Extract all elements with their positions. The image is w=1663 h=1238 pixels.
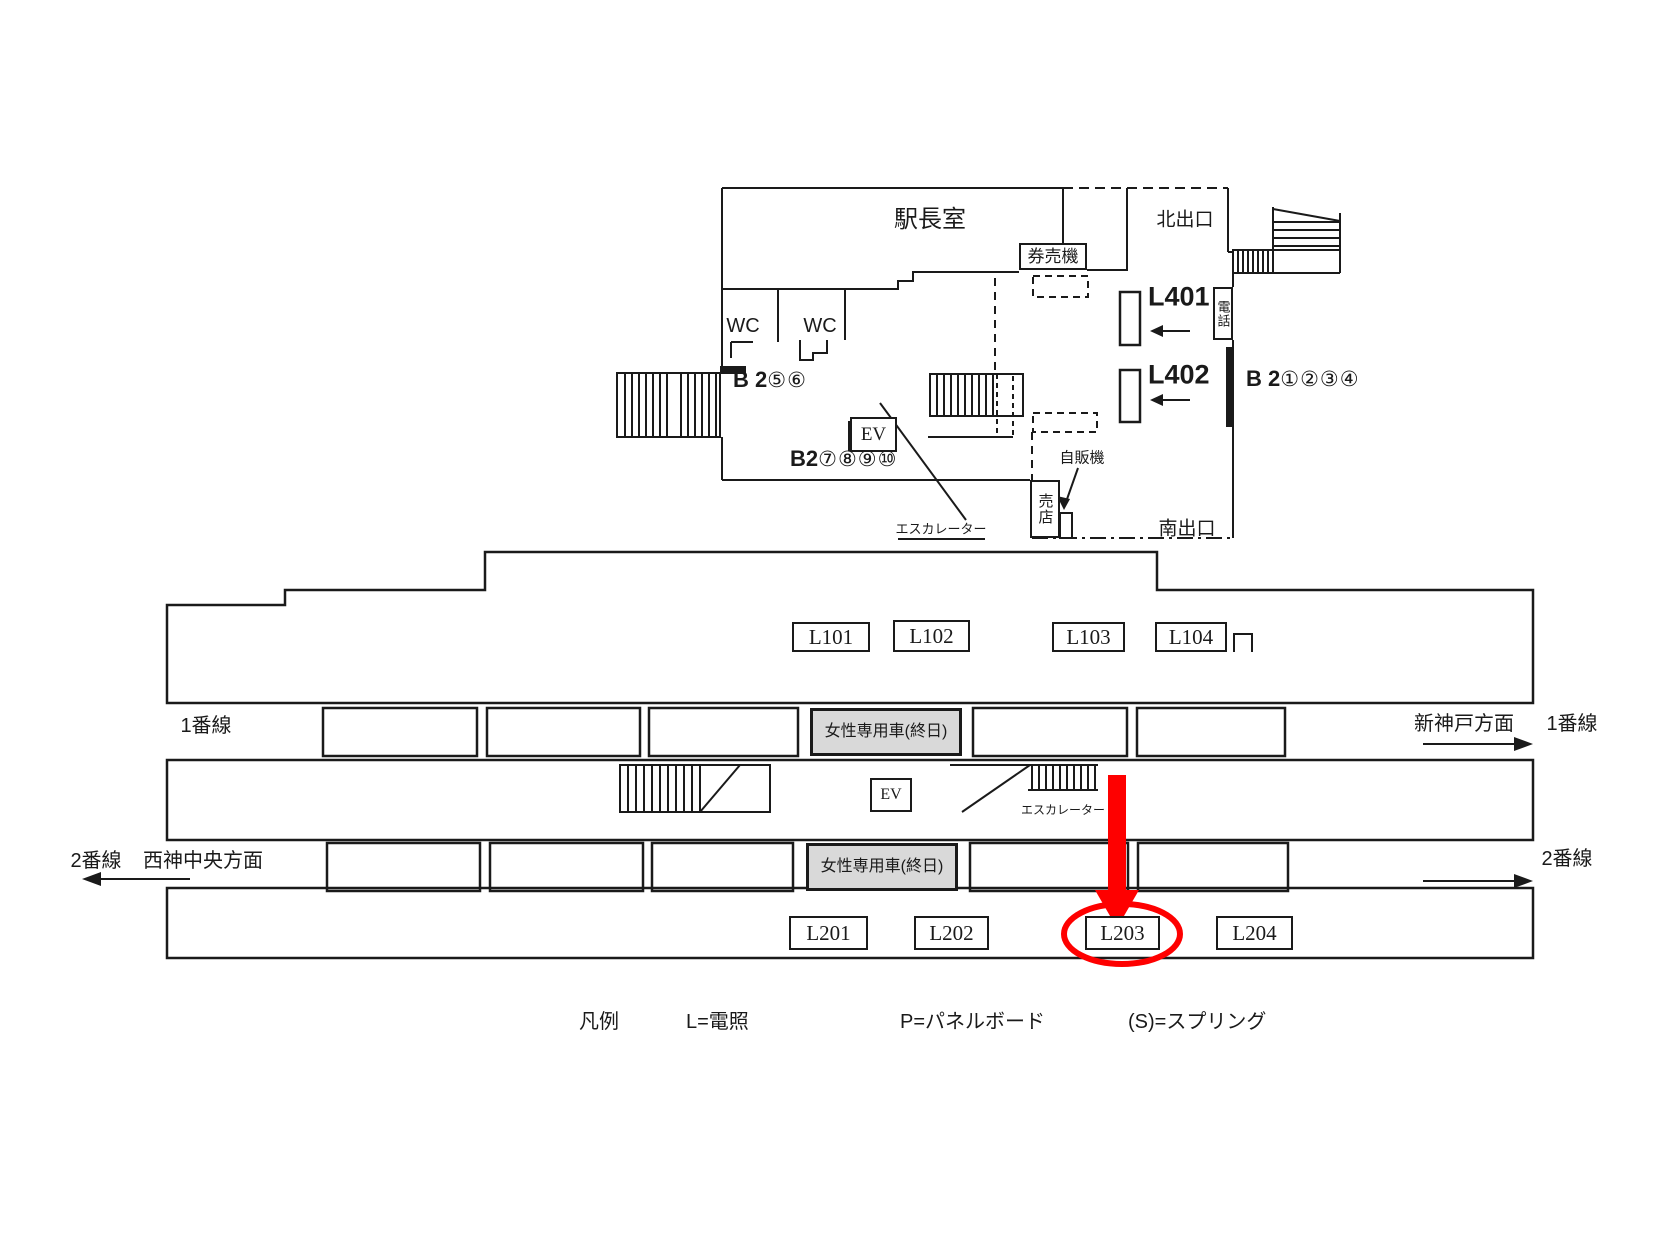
vending-machine-label: 自販機 bbox=[1059, 449, 1105, 467]
car-boxes-track1 bbox=[321, 706, 1287, 758]
b2-56-label: B 2⑤⑥ bbox=[733, 367, 807, 392]
sign-l401-label: L401 bbox=[1148, 281, 1210, 312]
track1-direction-label: 新神戸方面 bbox=[1414, 713, 1514, 735]
sign-l201: L201 bbox=[789, 916, 868, 950]
phone-box: 電話 bbox=[1213, 287, 1233, 340]
l402-arrow bbox=[1150, 394, 1190, 406]
highlight-arrow-shaft bbox=[1108, 775, 1126, 893]
vending-arrow bbox=[1057, 467, 1079, 510]
l402-panel bbox=[1118, 368, 1142, 424]
concourse-elevator-box: EV bbox=[850, 417, 897, 452]
concourse-escalator-label: エスカレーター bbox=[895, 521, 987, 537]
island-elevator-box: EV bbox=[870, 778, 912, 812]
wc-right-label: WC bbox=[803, 315, 837, 337]
track2-left-label: 2番線 bbox=[70, 850, 122, 872]
highlight-ellipse bbox=[1061, 901, 1183, 967]
south-exit-label: 南出口 bbox=[1158, 518, 1216, 540]
b2-78910-circles: ⑦⑧⑨⑩ bbox=[818, 448, 898, 471]
highlight-l203 bbox=[1061, 775, 1183, 967]
left-stairs bbox=[616, 372, 721, 438]
center-stairs bbox=[928, 373, 1024, 438]
b2-56-circles: ⑤⑥ bbox=[767, 369, 807, 392]
station-master-office-label: 駅長室 bbox=[894, 206, 966, 233]
car-boxes-track2 bbox=[325, 841, 1290, 893]
women-only-car-track1: 女性専用車(終日) bbox=[810, 708, 962, 756]
b2-1234-label: B 2①②③④ bbox=[1246, 366, 1360, 391]
legend-item-s: (S)=スプリング bbox=[1128, 1011, 1267, 1033]
sign-l204: L204 bbox=[1216, 916, 1293, 950]
track1-left-label: 1番線 bbox=[180, 715, 232, 737]
sign-l102: L102 bbox=[893, 620, 970, 652]
kiosk-box: 売店 bbox=[1030, 480, 1060, 538]
legend-title: 凡例 bbox=[579, 1011, 619, 1033]
l401-arrow bbox=[1150, 325, 1190, 337]
ticket-machine-box: 券売機 bbox=[1019, 243, 1087, 270]
legend-item-p: P=パネルボード bbox=[900, 1011, 1046, 1033]
sign-l104: L104 bbox=[1155, 622, 1227, 652]
b2-1234-circles: ①②③④ bbox=[1280, 368, 1360, 391]
track2-direction-label: 西神中央方面 bbox=[143, 850, 263, 872]
island-escalator bbox=[950, 764, 1098, 813]
legend-item-l: L=電照 bbox=[686, 1011, 749, 1033]
direction-arrows bbox=[82, 737, 1533, 888]
b2-78910-bold: B2 bbox=[790, 446, 819, 471]
track1-upper-outline bbox=[165, 550, 1535, 705]
wc-left-label: WC bbox=[726, 315, 760, 337]
l401-panel bbox=[1118, 290, 1142, 347]
sign-l103: L103 bbox=[1052, 622, 1125, 652]
b2-56-bold: B 2 bbox=[733, 367, 768, 392]
sign-l402-label: L402 bbox=[1148, 359, 1210, 390]
island-stairs bbox=[619, 764, 771, 813]
sign-l101: L101 bbox=[792, 622, 870, 652]
women-only-car-track2: 女性専用車(終日) bbox=[806, 843, 958, 891]
sign-l202: L202 bbox=[914, 916, 989, 950]
north-exit-label: 北出口 bbox=[1156, 209, 1214, 231]
north-exit-stairs bbox=[1232, 207, 1341, 274]
highlight-arrow-head bbox=[1095, 890, 1139, 928]
track2-right-label: 2番線 bbox=[1541, 848, 1593, 870]
island-platform-outline bbox=[165, 758, 1535, 842]
sign-l203-highlighted: L203 bbox=[1085, 916, 1160, 950]
island-escalator-label: エスカレーター bbox=[1020, 803, 1106, 817]
track1-right-label: 1番線 bbox=[1546, 713, 1598, 735]
b2-1234-bold: B 2 bbox=[1246, 366, 1281, 391]
b2-78910-label: B2⑦⑧⑨⑩ bbox=[790, 446, 898, 471]
